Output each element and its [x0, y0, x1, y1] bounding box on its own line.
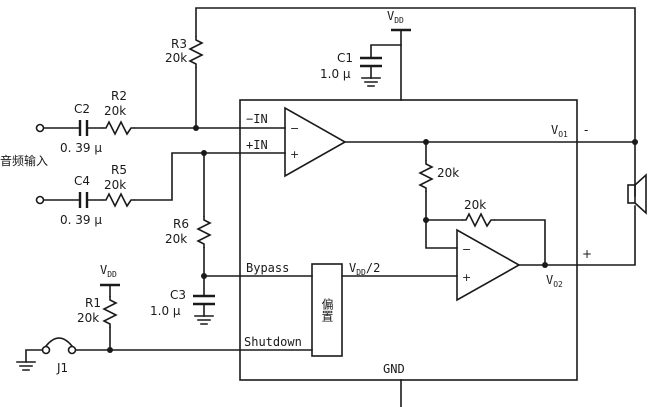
- c4-value: 0. 39 μ: [60, 213, 102, 227]
- pin-in-minus: −IN: [246, 112, 268, 126]
- pin-in-plus: +IN: [246, 138, 268, 152]
- feedback-res-1-label: 20k: [437, 166, 459, 180]
- spk-plus-label: +: [582, 247, 592, 261]
- feedback-res-2-label: 20k: [464, 198, 486, 212]
- spk-minus-label: -: [584, 123, 588, 137]
- c3-name: C3: [170, 288, 186, 302]
- j1-name: J1: [56, 361, 68, 375]
- c2-capacitor: [78, 120, 89, 136]
- amp2-plus: +: [462, 271, 471, 284]
- pin-bypass: Bypass: [246, 261, 289, 275]
- r1-name: R1: [85, 296, 101, 310]
- c3-ground: [194, 315, 214, 325]
- top-feedback-wire: [195, 7, 636, 197]
- input1-terminal[interactable]: [35, 123, 45, 133]
- c4-capacitor: [78, 192, 89, 208]
- vo1-label: VO1: [551, 123, 568, 139]
- c3-capacitor: [193, 294, 215, 306]
- speaker-body: [627, 184, 636, 204]
- r6-value: 20k: [165, 232, 187, 246]
- c2-name: C2: [74, 102, 90, 116]
- amp1-plus: +: [290, 148, 299, 161]
- j1-terminal-right[interactable]: [67, 345, 77, 355]
- ic-body: [239, 99, 578, 381]
- c3-value: 1.0 μ: [150, 304, 181, 318]
- r1-resistor: [102, 296, 118, 328]
- c1-name: C1: [337, 51, 353, 65]
- r3-name: R3: [171, 37, 187, 51]
- r3-value: 20k: [165, 51, 187, 65]
- pin-gnd: GND: [383, 362, 405, 376]
- j1-ground: [16, 361, 36, 371]
- vdd-main-label: VDD: [387, 9, 404, 25]
- r6-resistor: [196, 216, 212, 248]
- r2-value: 20k: [104, 104, 126, 118]
- r2-name: R2: [111, 89, 127, 103]
- vdd-r1-label: VDD: [100, 263, 117, 279]
- bias-block-label: 偏置: [320, 297, 334, 322]
- j1-terminal-left[interactable]: [41, 345, 51, 355]
- bias-block: [311, 263, 343, 357]
- r5-value: 20k: [104, 178, 126, 192]
- c1-value: 1.0 μ: [320, 67, 351, 81]
- vdd-half-label: VDD/2: [349, 261, 380, 277]
- speaker-cone: [633, 173, 647, 215]
- c1-ground: [361, 77, 381, 87]
- vo2-label: VO2: [546, 273, 563, 289]
- input2-terminal[interactable]: [35, 195, 45, 205]
- c1-capacitor: [360, 56, 382, 68]
- r1-value: 20k: [77, 311, 99, 325]
- feedback-res-2: [462, 212, 495, 228]
- r3-resistor: [188, 36, 204, 68]
- amp2-triangle: [456, 228, 521, 302]
- amp2-minus: −: [462, 243, 471, 256]
- c2-value: 0. 39 μ: [60, 141, 102, 155]
- r6-name: R6: [173, 217, 189, 231]
- j1-jumper[interactable]: [44, 337, 74, 348]
- feedback-res-1: [418, 160, 434, 192]
- r5-name: R5: [111, 163, 127, 177]
- amp1-minus: −: [290, 122, 299, 135]
- amp1-triangle: [284, 106, 347, 178]
- c4-name: C4: [74, 174, 90, 188]
- r5-resistor: [102, 192, 135, 208]
- r2-resistor: [102, 120, 135, 136]
- audio-input-label: 音频输入: [0, 153, 48, 168]
- pin-shutdown: Shutdown: [244, 335, 302, 349]
